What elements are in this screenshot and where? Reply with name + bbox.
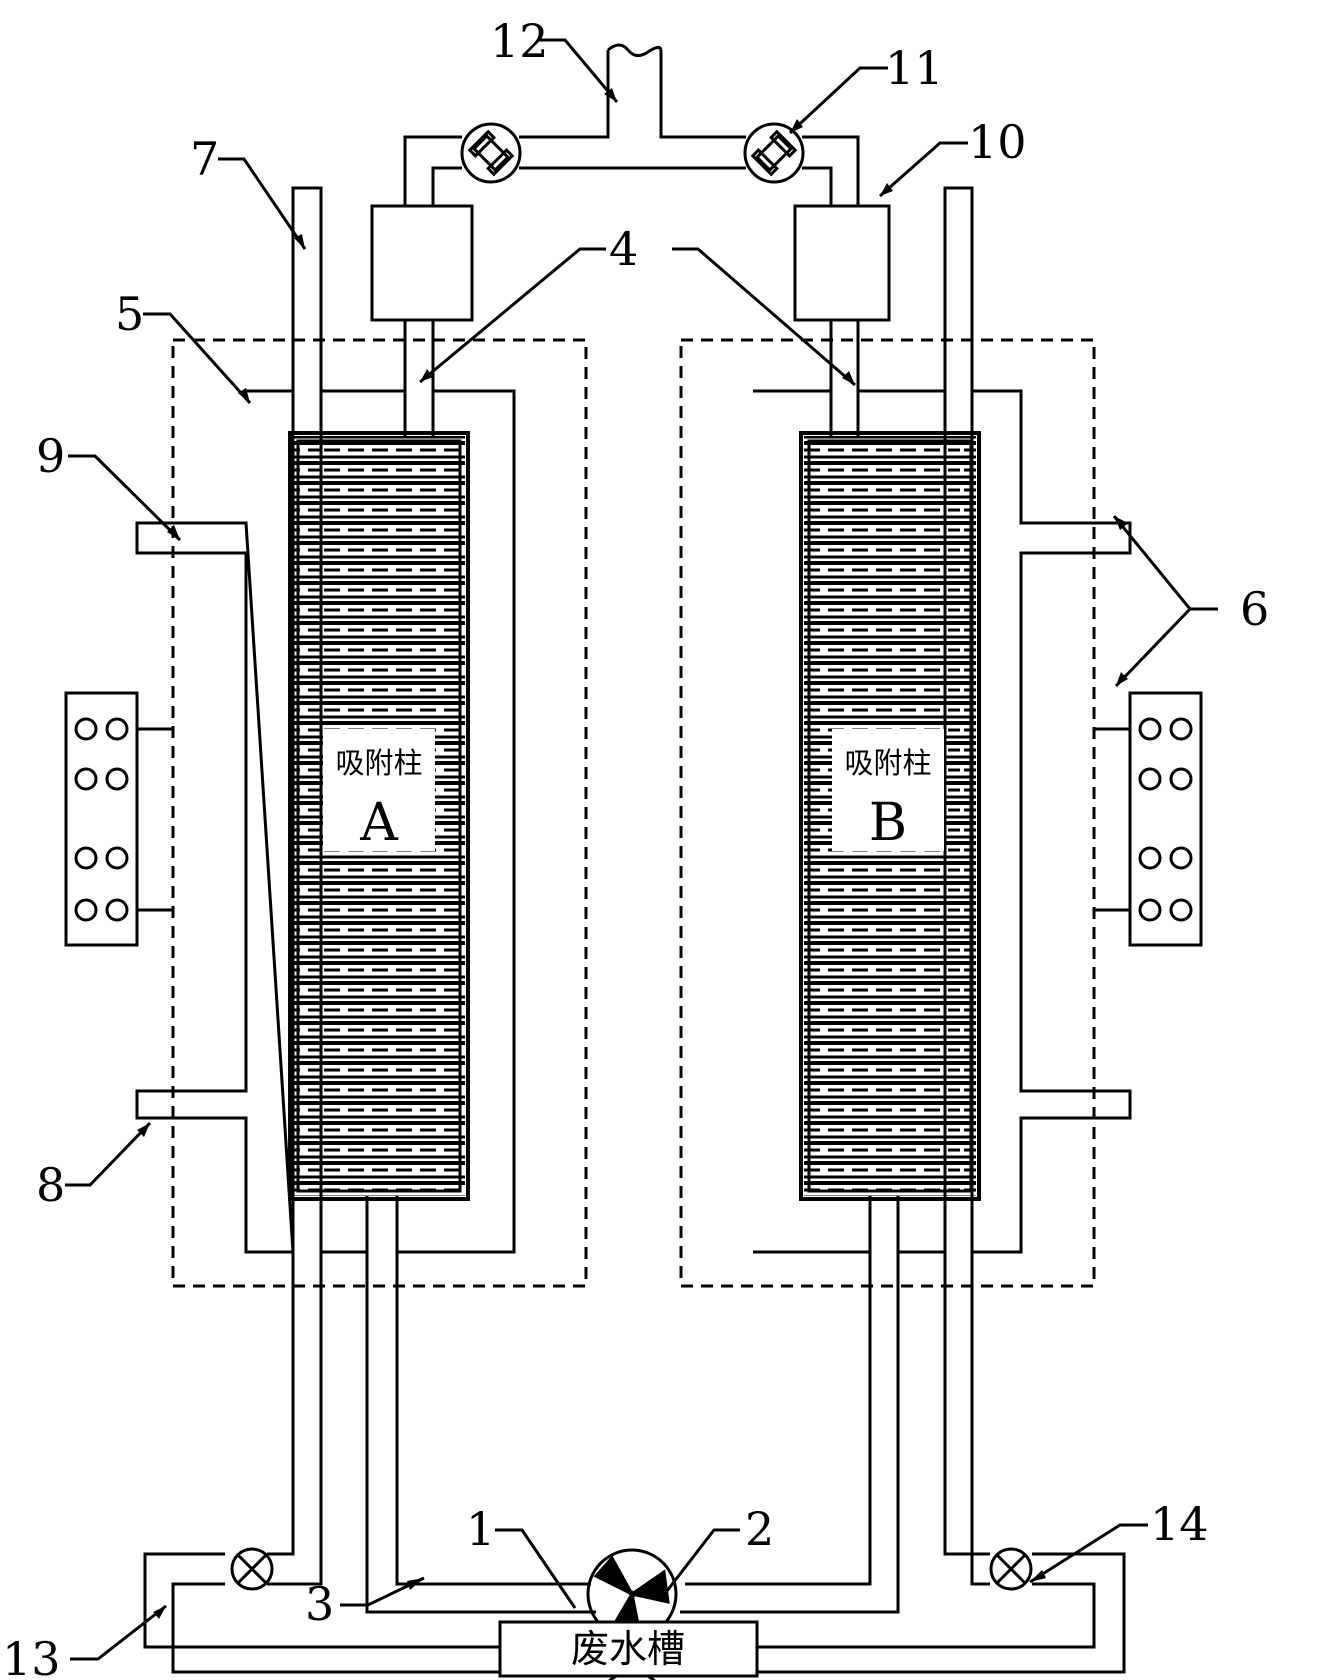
callout-7: 7	[190, 132, 219, 186]
jacket-left	[135, 389, 516, 1254]
callout-10: 10	[968, 115, 1027, 169]
column-b-letter: B	[869, 793, 907, 853]
furnace-left	[171, 338, 588, 1288]
gas-valve-right	[743, 122, 805, 184]
column-a-label: 吸附柱	[335, 746, 422, 780]
furnace-right	[679, 338, 1096, 1288]
column-a-letter: A	[359, 793, 399, 853]
condenser-left	[370, 204, 474, 322]
heater-right-coils	[1138, 717, 1193, 922]
callout-13: 13	[2, 1632, 61, 1680]
callout-11: 11	[885, 41, 944, 95]
exhaust-header	[519, 50, 746, 170]
callout-4: 4	[609, 222, 638, 276]
drain-pipe-left	[143, 1196, 500, 1674]
top-pipe-left	[403, 320, 435, 436]
heater-right	[1128, 691, 1203, 947]
callout-9: 9	[36, 429, 65, 483]
three-way-valve-blades	[593, 1555, 670, 1636]
gas-valve-right-symbol	[750, 129, 798, 177]
column-b-label: 吸附柱	[844, 746, 931, 780]
condenser-right	[793, 204, 891, 322]
drain-pipe-right	[757, 1196, 1126, 1674]
heater-left-coils	[74, 717, 129, 922]
callout-8: 8	[36, 1158, 65, 1212]
callout-5: 5	[115, 287, 144, 341]
leader-lines	[65, 38, 1218, 1661]
gas-valve-left-symbol	[467, 129, 515, 177]
column-a	[288, 431, 470, 1201]
jacket-right	[753, 389, 1132, 1254]
callout-12: 12	[490, 14, 549, 68]
gas-valve-left	[460, 122, 522, 184]
heater-left	[64, 691, 139, 947]
drain-valve-left	[230, 1547, 274, 1591]
callout-6: 6	[1240, 582, 1269, 636]
top-pipe-right	[829, 320, 860, 436]
column-b	[799, 431, 981, 1201]
